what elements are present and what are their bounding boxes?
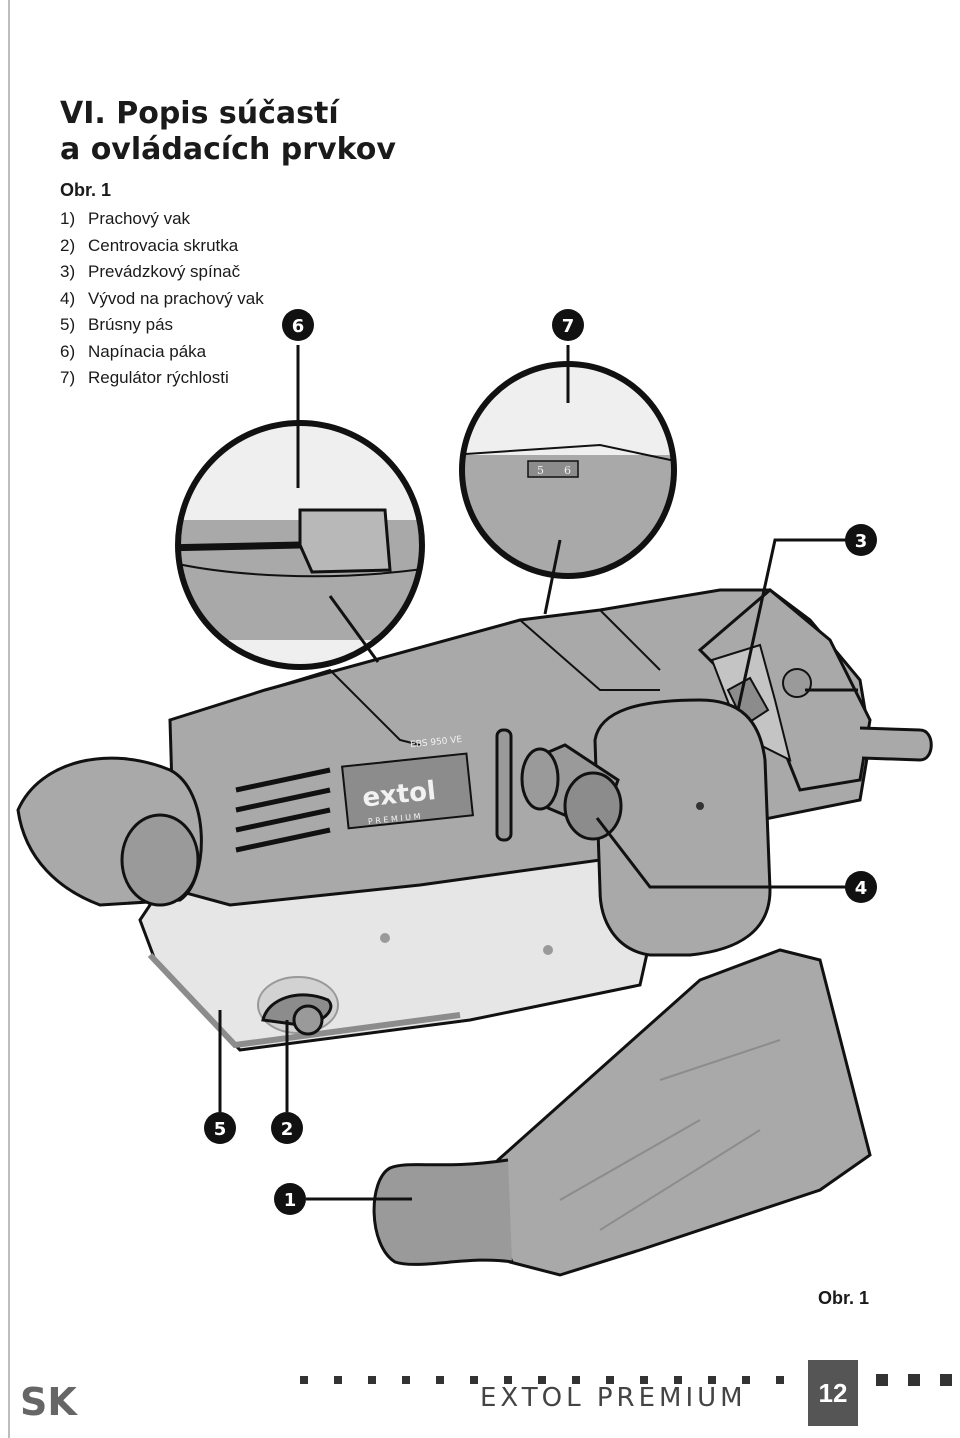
parts-list-item: 2) Centrovacia skrutka xyxy=(60,233,264,260)
footer-brand: EXTOL PREMIUM xyxy=(480,1383,747,1413)
dust-bag xyxy=(372,948,872,1277)
part-number: 3) xyxy=(60,262,76,281)
part-number: 1) xyxy=(60,209,76,228)
part-number: 5) xyxy=(60,315,76,334)
callout-3-label: 3 xyxy=(855,531,868,552)
callout-7 xyxy=(552,309,584,341)
callout-6-label: 6 xyxy=(292,316,305,337)
heading-line-1: VI. Popis súčastí xyxy=(60,96,339,131)
detail-speed-regulator: 5 6 xyxy=(459,361,677,579)
speed-knob xyxy=(782,668,812,698)
footer-dots-left xyxy=(300,1376,784,1384)
parts-list: 1) Prachový vak 2) Centrovacia skrutka 3) P… xyxy=(60,206,264,392)
footer-dots-right xyxy=(876,1374,952,1386)
figure-label-bottom: Obr. 1 xyxy=(818,1288,870,1308)
part-label: Napínacia páka xyxy=(88,341,207,361)
part-number: 2) xyxy=(60,235,76,255)
part-label: Regulátor rýchlosti xyxy=(88,368,229,387)
part-number: 7) xyxy=(60,368,76,387)
callout-7-label: 7 xyxy=(562,316,575,337)
parts-list-item: 7) Regulátor rýchlosti xyxy=(60,365,264,392)
section-heading: VI. Popis súčastí a ovládacích prvkov xyxy=(60,96,396,168)
callout-5-label: 5 xyxy=(214,1119,227,1140)
rear-handle xyxy=(697,588,933,792)
page-margin-rule xyxy=(8,0,10,1438)
callout-6 xyxy=(282,309,314,341)
part-label: Vývod na prachový vak xyxy=(88,288,264,308)
callout-5 xyxy=(204,1112,236,1144)
parts-list-item: 5) Brúsny pás xyxy=(60,312,264,339)
power-cord xyxy=(859,726,933,762)
dial-value-high: 6 xyxy=(564,464,571,477)
part-label: Prevádzkový spínač xyxy=(88,262,241,281)
callout-2 xyxy=(271,1112,303,1144)
language-code: SK xyxy=(20,1380,77,1424)
part-label: Prachový vak xyxy=(88,209,191,228)
centering-screw xyxy=(257,976,339,1036)
callout-leaders xyxy=(218,345,858,1201)
part-label: Centrovacia skrutka xyxy=(88,235,239,255)
parts-list-item: 3) Prevádzkový spínač xyxy=(60,259,264,286)
callout-1 xyxy=(274,1183,306,1215)
parts-list-item: 1) Prachový vak xyxy=(60,206,264,233)
heading-line-2: a ovládacích prvkov xyxy=(60,132,396,167)
page-number-box: 12 xyxy=(808,1360,858,1426)
page-number: 12 xyxy=(818,1377,848,1408)
callout-3 xyxy=(845,524,877,556)
callout-4 xyxy=(845,871,877,903)
callout-2-label: 2 xyxy=(281,1119,294,1140)
part-number: 4) xyxy=(60,288,76,308)
part-number: 6) xyxy=(60,341,76,361)
parts-list-item: 4) Vývod na prachový vak xyxy=(60,286,264,313)
dust-outlet xyxy=(520,698,772,957)
front-roller xyxy=(16,756,203,907)
parts-list-item: 6) Napínacia páka xyxy=(60,339,264,366)
figure-label-top: Obr. 1 xyxy=(60,180,112,200)
dial-value-low: 5 xyxy=(537,464,544,477)
callout-markers: 6 7 3 4 5 2 1 xyxy=(204,309,877,1215)
callout-1-label: 1 xyxy=(284,1190,297,1211)
part-label: Brúsny pás xyxy=(88,315,174,334)
detail-tension-lever xyxy=(175,420,425,670)
callout-4-label: 4 xyxy=(855,878,868,899)
